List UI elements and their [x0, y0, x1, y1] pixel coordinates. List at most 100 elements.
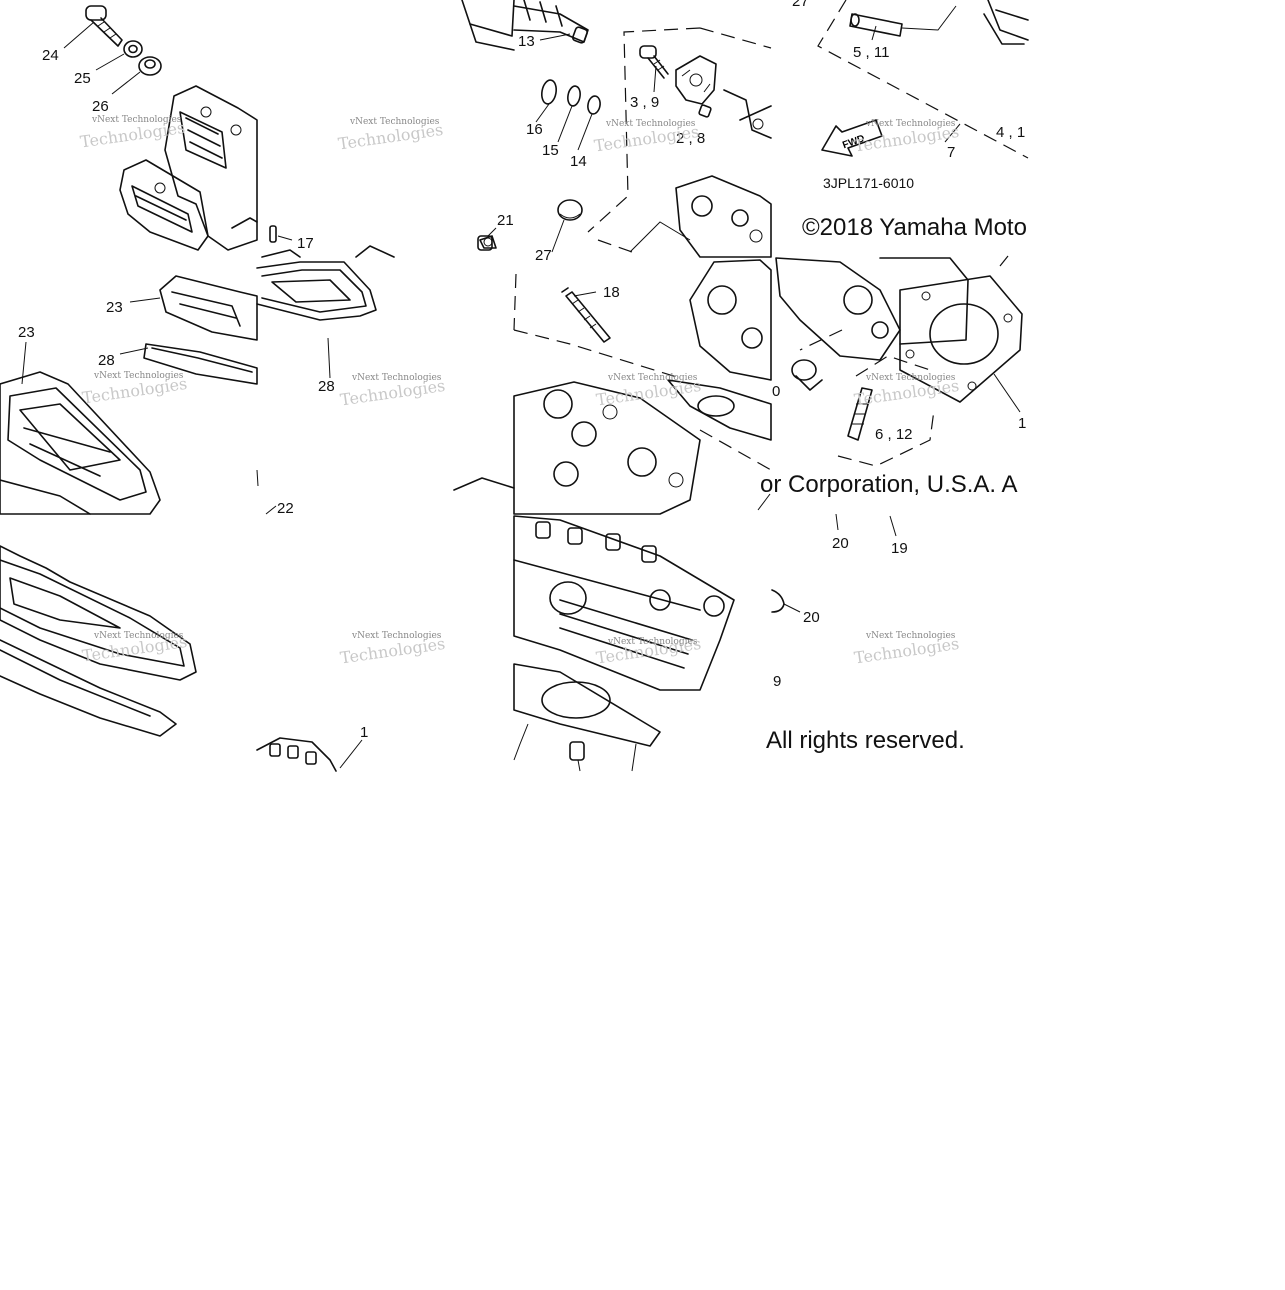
- svg-text:vNext Technologies: vNext Technologies: [93, 631, 184, 641]
- callout-2-8: 2 , 8: [676, 130, 705, 147]
- right-fragment-tile4: [983, 0, 1029, 45]
- callout-23-lower: 23: [18, 324, 35, 341]
- callout-23-upper: 23: [106, 299, 123, 316]
- spark-plug-18-drawing: [561, 287, 611, 343]
- svg-text:vNext Technologies: vNext Technologies: [351, 373, 442, 383]
- washer-25-drawing: [123, 40, 143, 58]
- cylinder-tile8: [775, 257, 969, 361]
- copyright-line3: All rights reserved.: [766, 727, 965, 754]
- svg-text:vNext Technologies: vNext Technologies: [865, 373, 956, 383]
- watermark-4: Technologies vNext Technologies: [853, 119, 961, 155]
- o-rings-14-16: [540, 79, 601, 115]
- gasket-28-drawing: [143, 343, 258, 385]
- stud-6-12-drawing: [847, 387, 873, 441]
- cap-nut-tile8: [791, 359, 823, 391]
- dowel-pin-17-drawing: [269, 225, 277, 243]
- bolt-24-drawing: [85, 5, 123, 47]
- callout-20-upper: 20: [832, 535, 849, 552]
- callout-5-11: 5 , 11: [853, 44, 889, 61]
- callout-7: 7: [947, 144, 955, 161]
- callout-25: 25: [74, 70, 91, 87]
- watermark-1: Technologies vNext Technologies: [79, 115, 187, 151]
- callout-13: 13: [518, 33, 535, 50]
- dowel-2-8-drawing: [698, 104, 712, 118]
- callout-17: 17: [297, 235, 314, 252]
- svg-text:vNext Technologies: vNext Technologies: [91, 115, 182, 125]
- grommet-26-drawing: [138, 56, 162, 76]
- dashed-outline-tile7: [513, 273, 772, 471]
- cylinder-head-lower: [513, 515, 735, 691]
- svg-text:vNext Technologies: vNext Technologies: [607, 373, 698, 383]
- watermark-3: Technologies vNext Technologies: [593, 119, 701, 155]
- cover-lower-left: [0, 545, 197, 737]
- callout-0: 0: [772, 383, 780, 400]
- watermark-2: Technologies vNext Technologies: [337, 117, 445, 153]
- dashed-outline-tile4: [817, 0, 1029, 159]
- copyright-line2: or Corporation, U.S.A. A: [760, 471, 1017, 498]
- bolt-3-9-drawing: [639, 45, 669, 79]
- watermark-9: Technologies vNext Technologies: [81, 631, 189, 665]
- callout-22: 22: [277, 500, 294, 517]
- leader-lines: [21, 21, 1021, 772]
- head-upper-tile7: [689, 259, 772, 381]
- cover-23-drawing: [0, 371, 161, 515]
- part-code-label: 3JPL171-6010: [823, 175, 914, 191]
- copyright-line1: ©2018 Yamaha Moto: [802, 214, 1027, 241]
- callout-27-center: 27: [535, 247, 552, 264]
- dashed-outline-tile8: [799, 255, 1009, 467]
- callout-4-1: 4 , 1: [996, 124, 1025, 141]
- gasket-28-outline: [256, 261, 377, 379]
- callout-16: 16: [526, 121, 543, 138]
- cylinder-head-cover-upper: [119, 85, 258, 251]
- callout-3-9: 3 , 9: [630, 94, 659, 111]
- cylinder-head-main: [453, 381, 701, 515]
- watermark-5: Technologies vNext Technologies: [81, 371, 189, 407]
- head-gasket-tile7: [667, 379, 772, 441]
- callout-15: 15: [542, 142, 559, 159]
- cover-23-upper-drawing: [159, 275, 258, 341]
- svg-text:vNext Technologies: vNext Technologies: [349, 117, 440, 127]
- callout-6-12: 6 , 12: [875, 426, 913, 443]
- svg-text:vNext Technologies: vNext Technologies: [93, 371, 184, 381]
- callout-19: 19: [891, 540, 908, 557]
- callout-9: 9: [773, 673, 781, 690]
- svg-text:vNext Technologies: vNext Technologies: [607, 637, 698, 647]
- svg-text:vNext Technologies: vNext Technologies: [605, 119, 696, 129]
- callout-1-right: 1: [1018, 415, 1026, 432]
- watermark-10: Technologies vNext Technologies: [339, 631, 447, 667]
- clip-20-drawing: [771, 589, 785, 613]
- callout-27-right: 27: [792, 0, 809, 10]
- watermark-12: Technologies vNext Technologies: [853, 631, 961, 667]
- watermark-6: Technologies vNext Technologies: [339, 373, 447, 409]
- callout-20-lower: 20: [803, 609, 820, 626]
- camshaft-fragment: [513, 0, 589, 44]
- head-fragment-tile10: [256, 737, 363, 772]
- callout-24: 24: [42, 47, 59, 64]
- rod-5-11-drawing: [849, 5, 957, 37]
- callout-14: 14: [570, 153, 587, 170]
- dashed-outline-tile3: [587, 27, 772, 253]
- callout-21: 21: [497, 212, 514, 229]
- callout-28-left: 28: [98, 352, 115, 369]
- svg-text:vNext Technologies: vNext Technologies: [865, 119, 956, 129]
- cap-27-drawing: [557, 199, 583, 221]
- gasket-tile8: [899, 275, 1023, 403]
- callout-numbers: 24 25 26 23 23 28 28 17 22 1 13 16 15 14…: [18, 0, 1026, 741]
- callout-1-left: 1: [360, 724, 368, 741]
- callout-28-center: 28: [318, 378, 335, 395]
- tile6-fragment: [256, 469, 277, 515]
- watermarks: Technologies vNext Technologies Technolo…: [79, 115, 961, 667]
- dowel-tile11: [513, 723, 585, 761]
- callout-26: 26: [92, 98, 109, 115]
- nut-21-drawing: [477, 235, 493, 251]
- holder-drawing: [675, 55, 717, 105]
- callout-18: 18: [603, 284, 620, 301]
- watermark-11: Technologies vNext Technologies: [595, 634, 703, 668]
- svg-text:vNext Technologies: vNext Technologies: [865, 631, 956, 641]
- watermark-8: Technologies vNext Technologies: [853, 373, 961, 409]
- head-fragment-tile3: [675, 89, 772, 258]
- svg-text:vNext Technologies: vNext Technologies: [351, 631, 442, 641]
- head-gasket-tile11: [513, 663, 661, 747]
